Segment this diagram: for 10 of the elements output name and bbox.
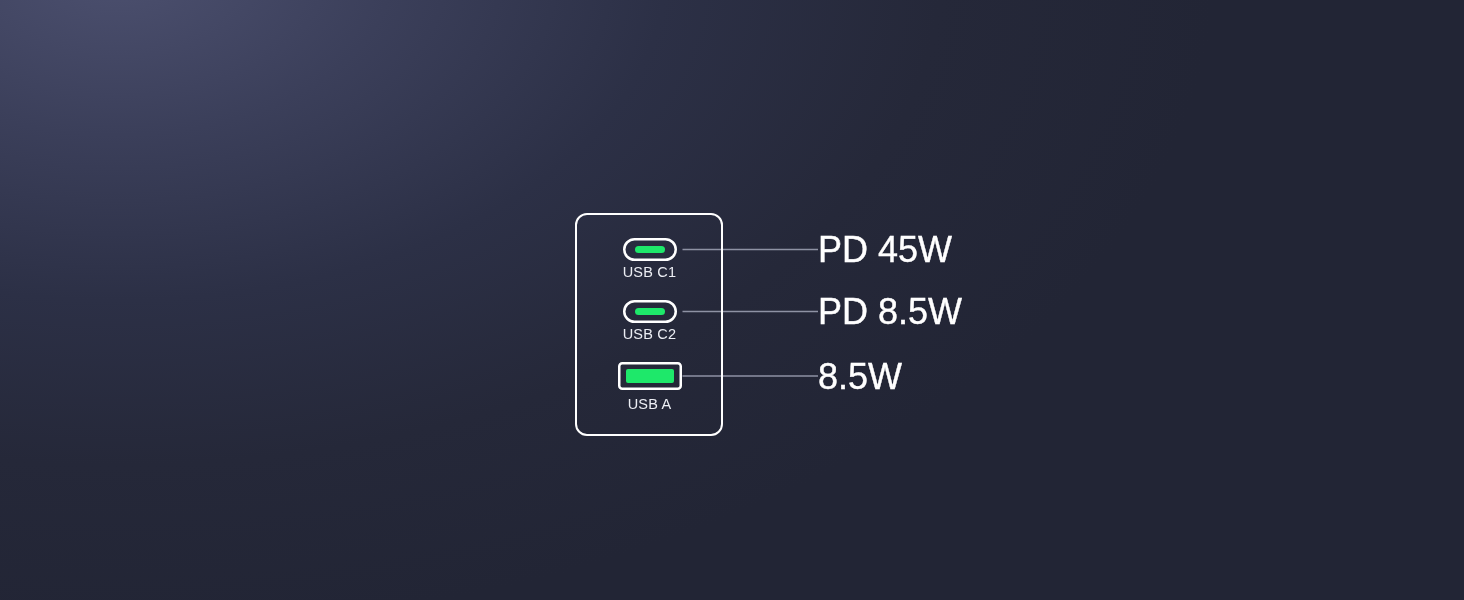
port-label: USB C1 [622,263,677,281]
power-rating-label: PD 45W [818,228,953,272]
charger-face-outline [575,213,723,436]
port-label: USB C2 [622,325,677,343]
leader-line [681,248,819,251]
power-rating-label: PD 8.5W [818,290,963,334]
port-label: USB A [627,395,672,413]
leader-line [681,375,819,377]
power-rating-label: 8.5W [818,355,903,399]
leader-line [681,310,819,313]
